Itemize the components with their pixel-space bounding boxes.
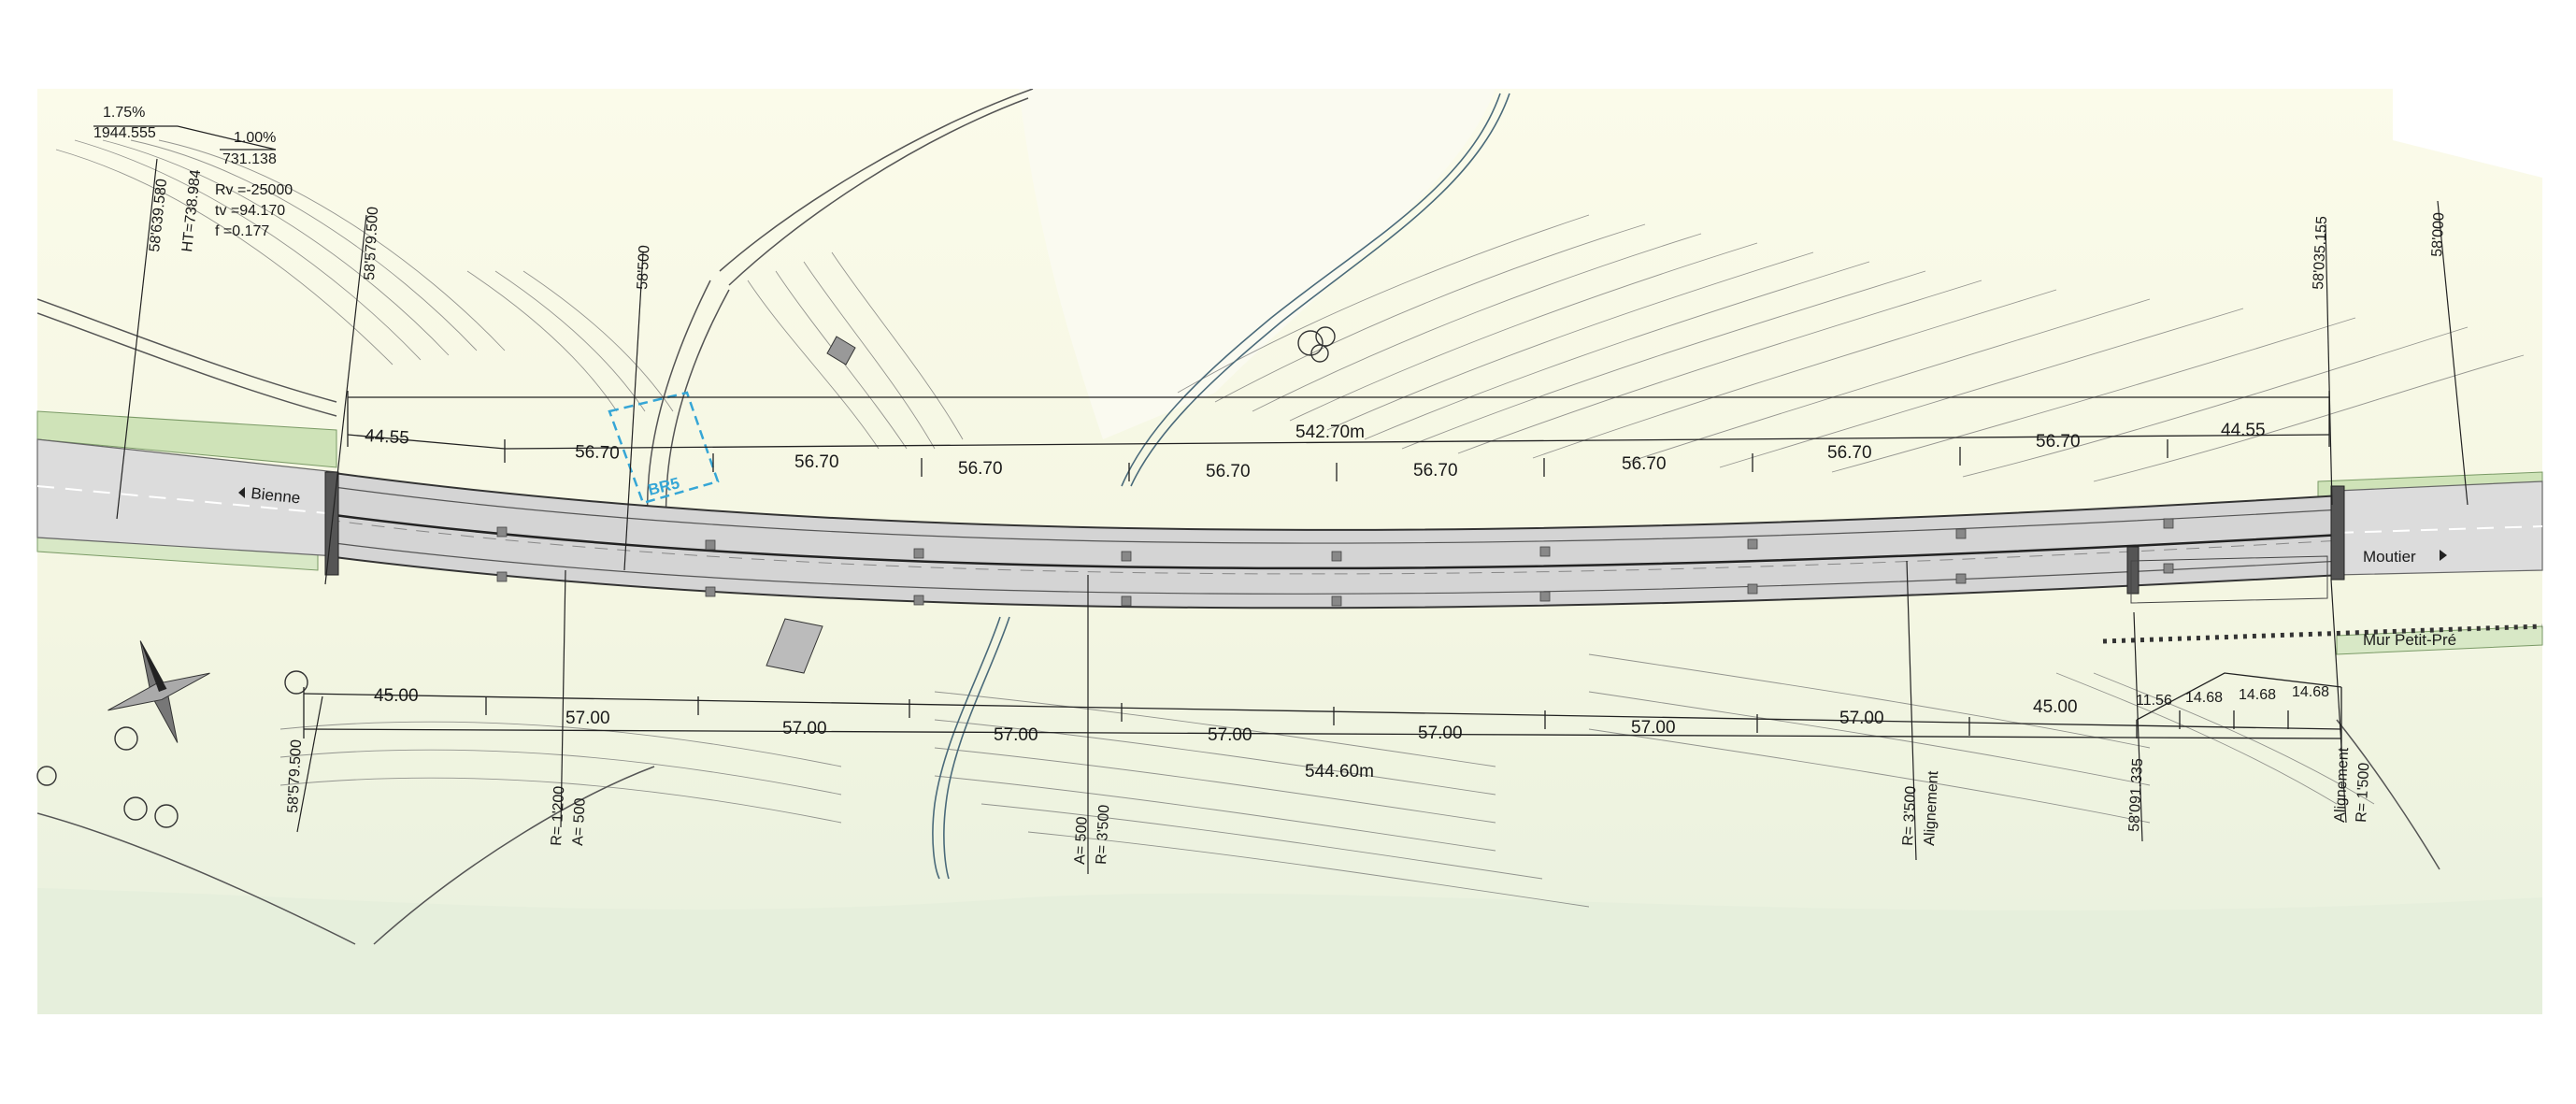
station-north-far: 58'000 xyxy=(2429,212,2447,257)
south-span-2: 57.00 xyxy=(565,709,610,728)
south-span-5: 57.00 xyxy=(1208,725,1252,745)
north-span-labels: 542.70m 44.55 56.70 56.70 56.70 56.70 56… xyxy=(365,421,2266,481)
tree-symbols xyxy=(36,326,1336,828)
north-span-5: 56.70 xyxy=(1206,462,1251,481)
south-span-10: 11.56 xyxy=(2136,693,2172,709)
curve-east-align: Alignement xyxy=(1922,770,1941,846)
station-north-start: 58'579.500 xyxy=(362,207,381,281)
curve-east-r: R= 3'500 xyxy=(1900,785,1919,846)
station-north-mid: 58'500 xyxy=(635,245,652,290)
curve-far-align: Alignement xyxy=(2332,747,2352,823)
rv-value: Rv =-25000 xyxy=(215,182,293,198)
station-south-pier: 58'091.335 xyxy=(2126,758,2146,833)
elev-left: 1944.555 xyxy=(93,125,156,141)
south-span-3: 57.00 xyxy=(782,719,827,738)
curve-mid-a: A= 500 xyxy=(1072,816,1091,865)
bridge-deck xyxy=(326,470,2342,609)
north-arrow-icon xyxy=(107,640,210,743)
south-span-1: 45.00 xyxy=(374,686,419,706)
curve-west-a: A= 500 xyxy=(570,797,589,846)
station-south-start: 58'579.500 xyxy=(285,739,305,814)
north-span-2: 56.70 xyxy=(575,442,620,464)
wall-petit-pre xyxy=(2102,555,2543,644)
curve-far-r: R= 1'500 xyxy=(2354,762,2372,823)
south-span-7: 57.00 xyxy=(1631,718,1676,738)
north-span-8: 56.70 xyxy=(1827,443,1872,463)
wall-label: Mur Petit-Pré xyxy=(2363,631,2456,649)
f-value: f =0.177 xyxy=(215,223,269,239)
south-span-8: 57.00 xyxy=(1839,709,1884,728)
tv-value: tv =94.170 xyxy=(215,203,285,219)
station-north-end: 58'035.155 xyxy=(2311,216,2330,291)
stream xyxy=(932,93,1510,880)
north-span-6: 56.70 xyxy=(1413,461,1458,480)
grade-right: 1.00% xyxy=(234,130,276,146)
south-span-labels: 544.60m 45.00 57.00 57.00 57.00 57.00 57… xyxy=(374,684,2329,781)
grade-left: 1.75% xyxy=(103,105,145,121)
arrow-left-icon xyxy=(238,487,245,498)
hatched-structure xyxy=(766,336,856,674)
north-span-10: 44.55 xyxy=(2221,421,2266,440)
north-span-9: 56.70 xyxy=(2036,432,2081,452)
south-span-9: 45.00 xyxy=(2033,697,2078,717)
north-span-4: 56.70 xyxy=(958,459,1003,479)
south-span-11: 14.68 xyxy=(2185,690,2223,706)
elev-right: 731.138 xyxy=(222,151,277,167)
station-lines xyxy=(116,158,2469,874)
south-span-12: 14.68 xyxy=(2239,687,2276,703)
north-span-3: 56.70 xyxy=(794,452,839,472)
north-total: 542.70m xyxy=(1295,423,1365,442)
direction-labels: Bienne Moutier xyxy=(238,484,2447,566)
pier-markers xyxy=(496,518,2174,607)
south-dimension-lines xyxy=(303,672,2342,748)
south-span-4: 57.00 xyxy=(994,725,1038,745)
north-dimension-lines xyxy=(347,391,2330,481)
existing-roads xyxy=(37,89,2440,945)
curve-mid-r: R= 3'500 xyxy=(1094,804,1112,865)
north-span-1: 44.55 xyxy=(365,426,410,448)
curve-labels: R= 1'200 A= 500 A= 500 R= 3'500 R= 3'500… xyxy=(549,747,2372,865)
south-span-13: 14.68 xyxy=(2292,684,2329,700)
south-total: 544.60m xyxy=(1305,762,1374,781)
north-span-7: 56.70 xyxy=(1622,454,1667,474)
station-labels: 58'579.500 58'500 58'035.155 58'000 58'5… xyxy=(285,207,2447,833)
arrow-right-icon xyxy=(2440,550,2447,561)
contour-lines xyxy=(55,139,2525,908)
curve-west-r: R= 1'200 xyxy=(549,785,567,846)
south-span-6: 57.00 xyxy=(1418,724,1463,743)
direction-east: Moutier xyxy=(2363,548,2416,566)
